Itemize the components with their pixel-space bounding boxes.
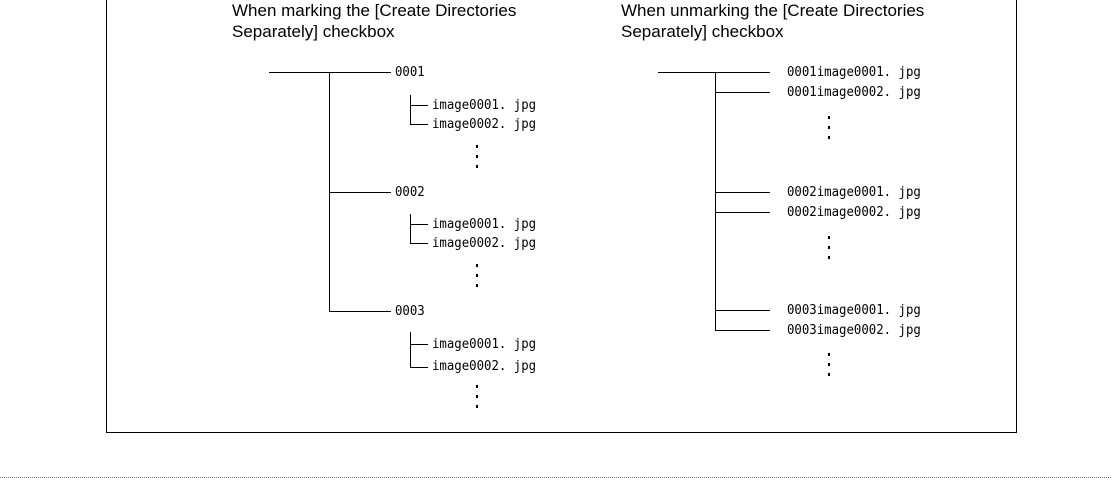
file-node: image0002. jpg bbox=[432, 359, 537, 374]
left-title-line1: When marking the [Create Directories bbox=[232, 1, 517, 20]
dir-node-0002: 0002 bbox=[395, 185, 425, 200]
ellipsis-dots bbox=[476, 385, 479, 411]
branch-line bbox=[410, 243, 428, 244]
file-node: image0002. jpg bbox=[432, 117, 537, 132]
branch-line bbox=[410, 332, 411, 368]
section-separator bbox=[0, 477, 1111, 478]
left-trunk-line bbox=[329, 72, 330, 311]
right-title-line1: When unmarking the [Create Directories bbox=[621, 1, 925, 20]
branch-line bbox=[329, 192, 391, 193]
flat-file-node: 0002image0002. jpg bbox=[787, 205, 921, 220]
ellipsis-dots bbox=[828, 353, 831, 379]
left-title-line2: Separately] checkbox bbox=[232, 22, 395, 41]
branch-line bbox=[410, 95, 411, 124]
branch-line bbox=[410, 124, 428, 125]
branch-line bbox=[410, 344, 428, 345]
flat-file-node: 0001image0002. jpg bbox=[787, 85, 921, 100]
ellipsis-dots bbox=[828, 236, 831, 262]
right-panel-title: When unmarking the [Create Directories S… bbox=[621, 0, 924, 42]
branch-line bbox=[715, 310, 770, 311]
file-node: image0001. jpg bbox=[432, 337, 537, 352]
branch-line bbox=[410, 105, 428, 106]
file-node: image0001. jpg bbox=[432, 98, 537, 113]
file-node: image0001. jpg bbox=[432, 217, 537, 232]
file-node: image0002. jpg bbox=[432, 236, 537, 251]
branch-line bbox=[410, 214, 411, 243]
branch-line bbox=[410, 367, 428, 368]
dir-node-0003: 0003 bbox=[395, 304, 425, 319]
right-trunk-line bbox=[715, 72, 716, 330]
right-title-line2: Separately] checkbox bbox=[621, 22, 784, 41]
flat-file-node: 0003image0002. jpg bbox=[787, 323, 921, 338]
flat-file-node: 0003image0001. jpg bbox=[787, 303, 921, 318]
branch-line bbox=[410, 224, 428, 225]
ellipsis-dots bbox=[476, 264, 479, 290]
left-panel-title: When marking the [Create Directories Sep… bbox=[232, 0, 516, 42]
flat-file-node: 0002image0001. jpg bbox=[787, 185, 921, 200]
branch-line bbox=[715, 192, 770, 193]
diagram-frame: When marking the [Create Directories Sep… bbox=[106, 0, 1017, 433]
branch-line bbox=[329, 311, 391, 312]
right-root-line bbox=[658, 72, 770, 73]
branch-line bbox=[715, 92, 770, 93]
ellipsis-dots bbox=[476, 145, 479, 171]
left-root-line bbox=[269, 72, 391, 73]
ellipsis-dots bbox=[828, 116, 831, 142]
flat-file-node: 0001image0001. jpg bbox=[787, 65, 921, 80]
branch-line bbox=[715, 212, 770, 213]
dir-node-0001: 0001 bbox=[395, 65, 425, 80]
branch-line bbox=[715, 330, 770, 331]
